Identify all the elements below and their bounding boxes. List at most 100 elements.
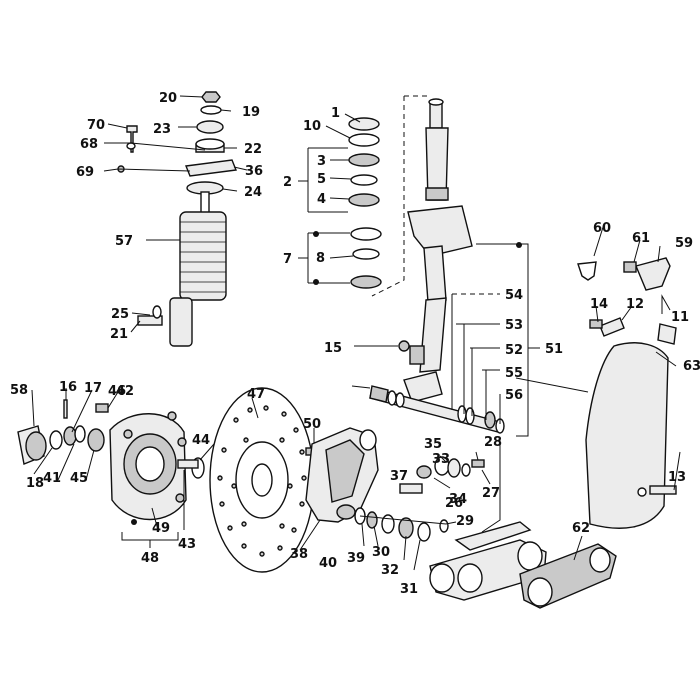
part-label-3: 3 bbox=[317, 154, 326, 169]
part-label-60: 60 bbox=[593, 221, 611, 236]
part-label-55: 55 bbox=[505, 366, 523, 381]
nut-37 bbox=[416, 465, 432, 479]
part-label-14: 14 bbox=[590, 297, 608, 312]
part-label-41: 41 bbox=[43, 471, 61, 486]
part-label-18: 18 bbox=[26, 476, 44, 491]
part-label-28: 28 bbox=[484, 435, 502, 450]
part-label-69: 69 bbox=[76, 165, 94, 180]
part-label-70: 70 bbox=[87, 118, 105, 133]
mudguard-assembly bbox=[577, 257, 677, 529]
part-label-40: 40 bbox=[319, 556, 337, 571]
axle-shaft bbox=[369, 385, 505, 434]
ring-17 bbox=[63, 426, 77, 446]
part-label-63: 63 bbox=[683, 359, 700, 374]
part-label-7: 7 bbox=[283, 252, 292, 267]
part-label-38: 38 bbox=[290, 547, 308, 562]
part-label-32: 32 bbox=[381, 563, 399, 578]
part-label-22: 22 bbox=[244, 142, 262, 157]
part-label-59: 59 bbox=[675, 236, 693, 251]
part-label-27: 27 bbox=[482, 486, 500, 501]
part-label-53: 53 bbox=[505, 318, 523, 333]
ring-34 bbox=[461, 463, 471, 477]
spacer-43 bbox=[177, 459, 199, 469]
cup-23 bbox=[196, 120, 224, 134]
washer-19 bbox=[200, 105, 222, 115]
pin-26 bbox=[399, 483, 423, 494]
bearing-4 bbox=[348, 193, 380, 207]
washer-39 bbox=[366, 511, 378, 529]
part-label-11: 11 bbox=[671, 310, 689, 325]
bolt-70 bbox=[126, 125, 138, 153]
shock-bellows-57 bbox=[179, 211, 227, 301]
part-label-2: 2 bbox=[283, 175, 292, 190]
ring-5 bbox=[350, 174, 378, 186]
part-label-10: 10 bbox=[303, 119, 321, 134]
part-label-61: 61 bbox=[632, 231, 650, 246]
part-label-25: 25 bbox=[111, 307, 129, 322]
bush-30 bbox=[381, 514, 395, 534]
part-label-33: 33 bbox=[432, 452, 450, 467]
clip-60 bbox=[577, 261, 597, 281]
part-label-56: 56 bbox=[505, 388, 523, 403]
part-label-23: 23 bbox=[153, 122, 171, 137]
part-label-21: 21 bbox=[110, 327, 128, 342]
part-label-48: 48 bbox=[141, 551, 159, 566]
link-arm bbox=[429, 521, 547, 601]
part-label-46: 46 bbox=[108, 384, 126, 399]
washer-31 bbox=[417, 522, 431, 542]
ring-8 bbox=[352, 248, 380, 260]
bracket-48 bbox=[121, 532, 179, 548]
washer-29 bbox=[439, 519, 449, 533]
ring-1 bbox=[348, 117, 380, 131]
part-label-47: 47 bbox=[247, 387, 265, 402]
part-label-50: 50 bbox=[303, 417, 321, 432]
part-label-44: 44 bbox=[192, 433, 210, 448]
bracket-2 bbox=[298, 147, 348, 213]
mudguard-63 bbox=[585, 342, 669, 529]
washer-35 bbox=[447, 458, 461, 478]
part-label-1: 1 bbox=[331, 106, 340, 121]
wheel-hub bbox=[109, 411, 187, 521]
swing-arm-38 bbox=[305, 427, 379, 523]
part-label-12: 12 bbox=[626, 297, 644, 312]
bracket-51 bbox=[476, 243, 540, 437]
part-label-16: 16 bbox=[59, 380, 77, 395]
part-label-37: 37 bbox=[390, 469, 408, 484]
part-label-43: 43 bbox=[178, 537, 196, 552]
shock-absorber-assembly bbox=[117, 91, 237, 347]
clip-11 bbox=[657, 323, 677, 345]
ring-7b bbox=[350, 275, 382, 289]
part-label-5: 5 bbox=[317, 172, 326, 187]
part-label-42: 42 bbox=[116, 384, 134, 399]
part-label-49: 49 bbox=[152, 521, 170, 536]
link-62 bbox=[519, 543, 617, 609]
ring-10 bbox=[348, 133, 380, 147]
part-label-58: 58 bbox=[10, 383, 28, 398]
bolt-46 bbox=[95, 403, 109, 413]
shock-body bbox=[169, 297, 193, 347]
steering-column bbox=[403, 98, 473, 403]
part-label-62: 62 bbox=[572, 521, 590, 536]
part-label-4: 4 bbox=[317, 192, 326, 207]
part-label-52: 52 bbox=[505, 343, 523, 358]
part-label-8: 8 bbox=[316, 251, 325, 266]
washer-41 bbox=[74, 425, 86, 443]
part-label-29: 29 bbox=[456, 514, 474, 529]
ring-7a bbox=[350, 227, 382, 241]
part-label-34: 34 bbox=[449, 492, 467, 507]
bracket-59 bbox=[635, 257, 671, 291]
part-label-51: 51 bbox=[545, 342, 563, 357]
headset-bearings bbox=[348, 117, 382, 289]
part-label-39: 39 bbox=[347, 551, 365, 566]
part-label-68: 68 bbox=[80, 137, 98, 152]
part-label-36: 36 bbox=[245, 164, 263, 179]
part-label-57: 57 bbox=[115, 234, 133, 249]
part-label-13: 13 bbox=[668, 470, 686, 485]
nut-20 bbox=[201, 91, 221, 103]
bearing-3 bbox=[348, 153, 380, 167]
pin-16 bbox=[63, 399, 68, 419]
part-label-35: 35 bbox=[424, 437, 442, 452]
bolt-28 bbox=[471, 459, 485, 468]
